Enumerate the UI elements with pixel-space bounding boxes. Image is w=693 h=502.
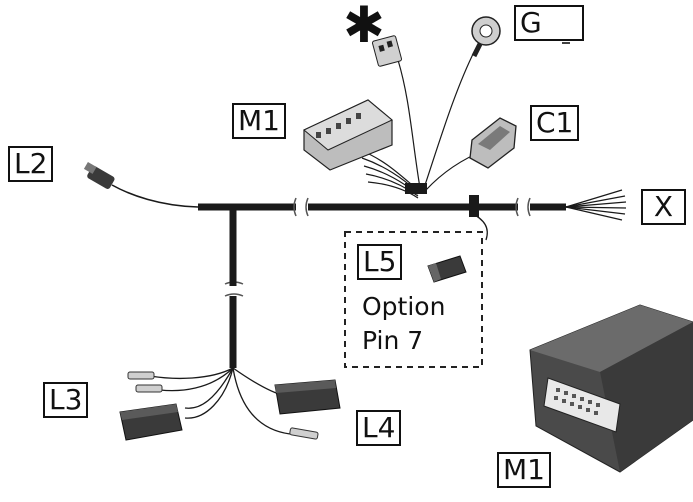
c1-connector [469,117,517,169]
cable-break-marks [224,197,531,297]
label-m1-top: M1 [232,103,286,139]
l5-branch [469,195,488,241]
label-l5: L5 [357,244,403,280]
label-m1-bottom: M1 [497,452,551,488]
label-l3: L3 [43,382,89,418]
label-c1: C1 [530,105,580,141]
cable-end-wires [565,189,627,221]
label-g-text: G [520,6,542,39]
option-line-2: Pin 7 [362,326,424,355]
m1-connector [303,99,393,171]
label-x: X [641,189,686,225]
option-box-border [344,231,483,368]
l5-connector [427,255,467,283]
cable-tie-main [405,183,427,194]
l4-connectors [232,367,341,440]
label-l2: L2 [8,146,54,182]
asterisk-connector [371,35,403,67]
l2-connector [83,161,199,208]
label-l4: L4 [356,410,402,446]
ring-terminal [471,16,501,58]
label-g: G [514,5,584,41]
asterisk-icon: ✱ [343,0,385,54]
option-line-1: Option [362,292,446,321]
m1-module [529,304,693,473]
l3-connectors [119,367,234,441]
